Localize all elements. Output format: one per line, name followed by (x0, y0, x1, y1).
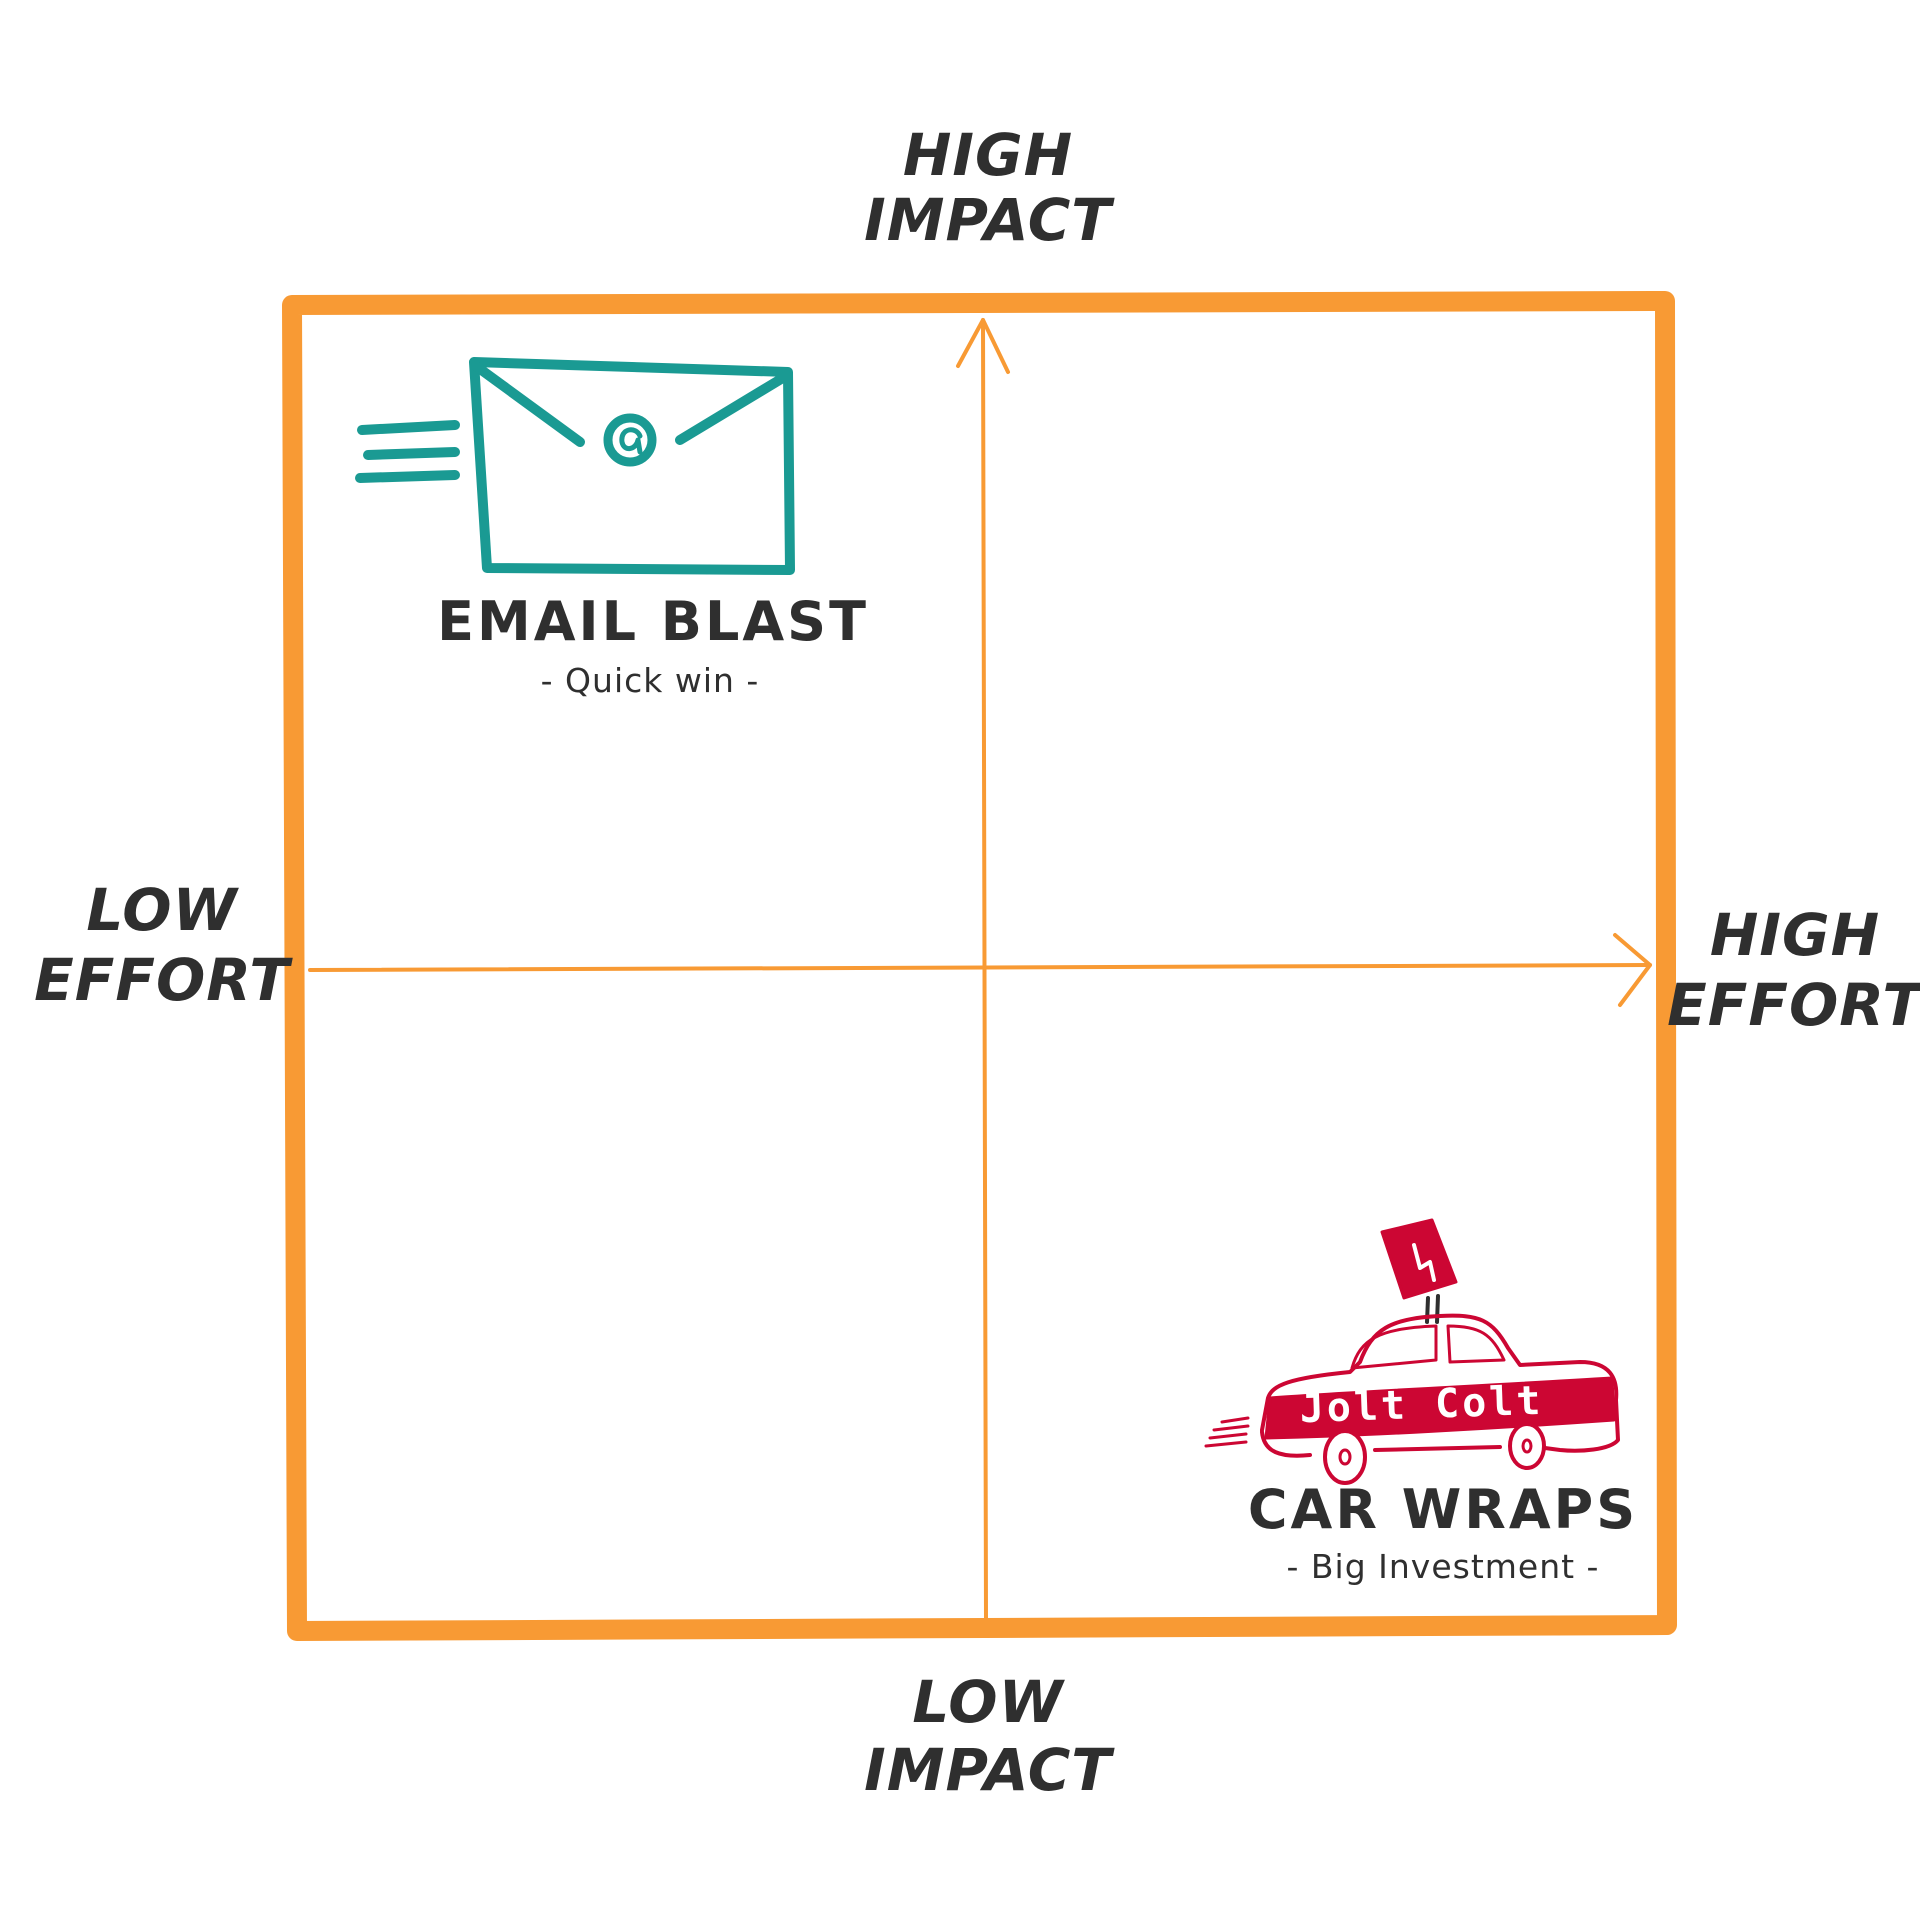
top-axis-label: HIGH IMPACT (864, 121, 1115, 254)
speed-lines-icon (1204, 1416, 1250, 1448)
email-blast-title: EMAIL BLAST (437, 590, 869, 653)
left-axis-label: LOW EFFORT (34, 876, 293, 1014)
bottom-axis-label: LOW IMPACT (864, 1668, 1115, 1804)
bottom-label-line1: LOW (912, 1668, 1065, 1736)
car-wraps-item: Jolt Colt CAR WRAPS - Big Investment - (1204, 1218, 1638, 1586)
impact-axis (956, 318, 1010, 1622)
bottom-label-line2: IMPACT (864, 1736, 1115, 1804)
left-label-line1: LOW (86, 876, 239, 944)
top-label-line1: HIGH (903, 121, 1073, 189)
left-label-line2: EFFORT (34, 946, 293, 1014)
motion-lines-icon (355, 420, 460, 483)
front-wheel-icon (1323, 1429, 1367, 1485)
car-brand-text: Jolt Colt (1299, 1378, 1544, 1432)
right-label-line1: HIGH (1710, 901, 1880, 969)
email-blast-item: EMAIL BLAST - Quick win - (355, 357, 869, 700)
effort-axis (308, 933, 1652, 1007)
effort-axis-arrowhead (1613, 933, 1652, 1007)
email-blast-subtitle: - Quick win - (541, 661, 760, 700)
car-wraps-title: CAR WRAPS (1248, 1478, 1638, 1541)
matrix-frame (282, 291, 1677, 1641)
right-axis-label: HIGH EFFORT (1667, 901, 1920, 1039)
envelope-at-icon (355, 357, 795, 575)
car-wraps-subtitle: - Big Investment - (1287, 1547, 1600, 1586)
rear-wheel-icon (1508, 1422, 1546, 1470)
impact-axis-arrowhead (956, 318, 1010, 374)
top-label-line2: IMPACT (864, 186, 1115, 254)
right-label-line2: EFFORT (1667, 971, 1920, 1039)
car-icon (1204, 1218, 1620, 1485)
